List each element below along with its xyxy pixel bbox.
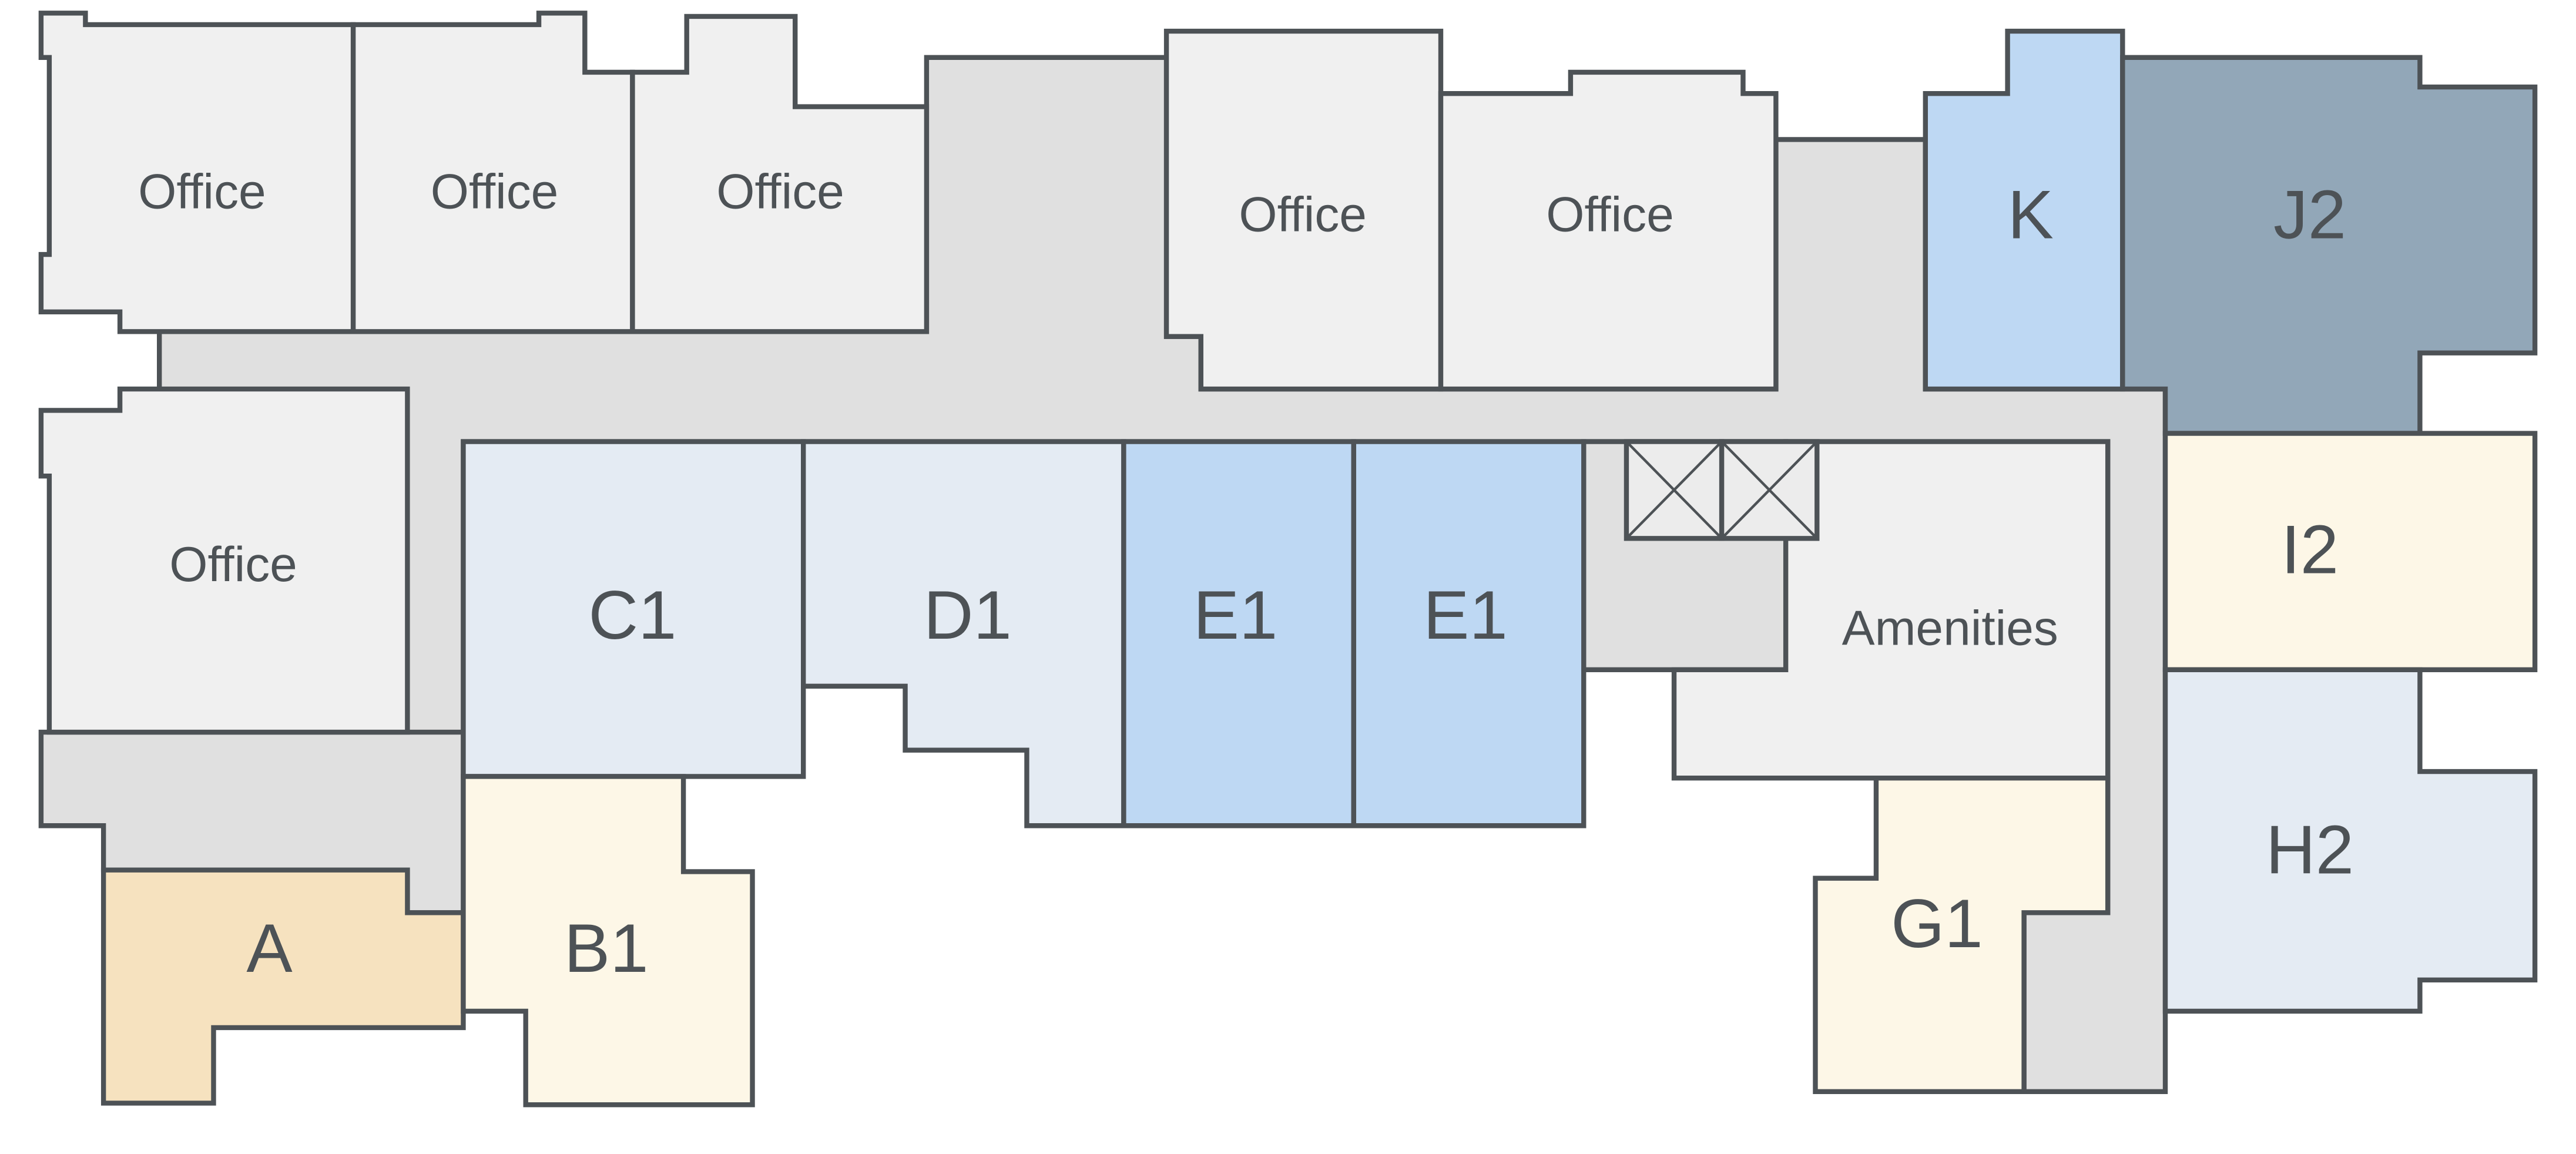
unit-h2-label: H2 [2266, 811, 2354, 888]
office-3-label: Office [716, 164, 844, 219]
unit-j2[interactable] [2120, 55, 2538, 436]
amenities-label: Amenities [1842, 601, 2058, 656]
unit-a-label: A [246, 910, 293, 987]
unit-h2[interactable] [2162, 667, 2538, 1014]
office-2-label: Office [431, 164, 559, 219]
unit-d1-label: D1 [924, 576, 1012, 653]
office-3[interactable] [630, 14, 930, 334]
office-row-top [38, 11, 1779, 735]
unit-i2[interactable] [2162, 431, 2538, 673]
unit-c1[interactable] [461, 439, 806, 779]
office-4[interactable] [1163, 28, 1444, 392]
unit-c1-label: C1 [588, 576, 676, 653]
office-4-label: Office [1239, 187, 1367, 242]
office-6[interactable] [38, 386, 410, 735]
amenities[interactable] [1671, 439, 2111, 781]
unit-e1-left-label: E1 [1193, 576, 1278, 653]
office-2[interactable] [350, 11, 635, 334]
elevator-icon [1624, 439, 1725, 541]
unit-k[interactable] [1923, 28, 2125, 392]
units [100, 28, 2538, 1108]
unit-b1-label: B1 [564, 910, 649, 987]
office-6-label: Office [169, 536, 297, 592]
unit-e1-right-label: E1 [1423, 576, 1508, 653]
room-labels: Office Office Office Office Office Offic… [138, 164, 2354, 987]
unit-k-label: K [2008, 176, 2054, 253]
office-1[interactable] [38, 11, 356, 334]
office-5[interactable] [1438, 69, 1779, 392]
unit-j2-label: J2 [2273, 176, 2346, 253]
unit-e1-right[interactable] [1351, 439, 1586, 828]
unit-i2-label: I2 [2281, 511, 2339, 588]
office-5-label: Office [1546, 187, 1674, 242]
unit-g1-label: G1 [1891, 885, 1983, 962]
elevator-icon [1719, 439, 1820, 541]
unit-g1[interactable] [1813, 776, 2111, 1095]
unit-b1[interactable] [461, 774, 755, 1108]
office-1-label: Office [138, 164, 266, 219]
unit-a[interactable] [100, 867, 466, 1106]
